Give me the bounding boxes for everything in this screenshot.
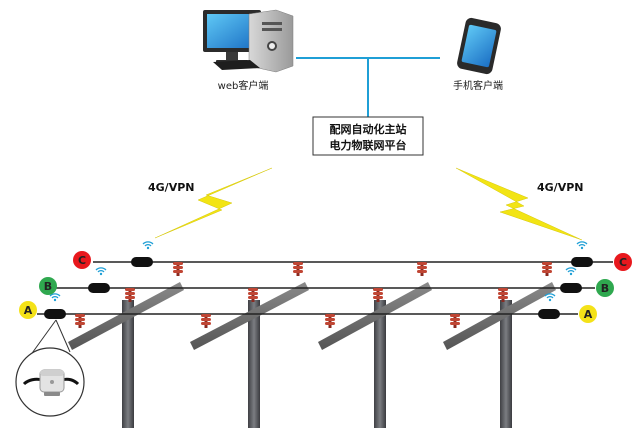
line-sensors [44, 257, 593, 319]
phase-badge-b-right [596, 279, 614, 297]
phase-badge-c-left [73, 251, 91, 269]
desktop-computer-icon [203, 9, 294, 73]
wifi-icon [544, 293, 556, 302]
phase-badge-a-right [579, 305, 597, 323]
phase-label-c-right: C [619, 256, 627, 269]
pole [500, 300, 512, 428]
pole [374, 300, 386, 428]
phase-label-a-right: A [584, 308, 593, 321]
mobile-client-label: 手机客户端 [453, 79, 503, 92]
phase-badge-b-left [39, 277, 57, 295]
web-client-label: web客户端 [218, 79, 269, 92]
network-backbone [296, 57, 440, 117]
phase-badge-a-left [19, 301, 37, 319]
wifi-icon [565, 267, 577, 276]
phase-label-c-left: C [78, 254, 86, 267]
lightning-bolt-icon-left [154, 167, 273, 239]
link-label-right: 4G/VPN [537, 181, 583, 194]
link-label-left: 4G/VPN [148, 181, 194, 194]
utility-poles [122, 300, 512, 428]
fault-indicator-sensor-icon [571, 257, 593, 267]
phase-label-b-right: B [601, 282, 609, 295]
phase-badge-c-right [614, 253, 632, 271]
lightning-bolt-icon-right [455, 167, 583, 241]
smartphone-icon [457, 17, 501, 75]
platform-title-line1: 配网自动化主站 [330, 122, 407, 136]
fault-indicator-sensor-icon [560, 283, 582, 293]
wifi-icon [95, 267, 107, 276]
wifi-icon [142, 241, 154, 250]
fault-indicator-sensor-icon [88, 283, 110, 293]
fault-indicator-sensor-icon [538, 309, 560, 319]
sensor-zoom-callout [15, 319, 85, 417]
wifi-icon [576, 241, 588, 250]
pole [122, 300, 134, 428]
crossarms [68, 282, 556, 350]
platform-title-line2: 电力物联网平台 [330, 138, 407, 152]
wifi-icon [49, 293, 61, 302]
insulators [75, 262, 552, 328]
phase-badges: C B A C B A [19, 251, 632, 323]
phase-label-b-left: B [44, 280, 52, 293]
platform-box: 配网自动化主站 电力物联网平台 [312, 116, 424, 156]
fault-indicator-sensor-icon [44, 309, 66, 319]
fault-indicator-sensor-closeup-icon [22, 369, 80, 396]
fault-indicator-sensor-icon [131, 257, 153, 267]
pole [248, 300, 260, 428]
phase-label-a-left: A [24, 304, 33, 317]
